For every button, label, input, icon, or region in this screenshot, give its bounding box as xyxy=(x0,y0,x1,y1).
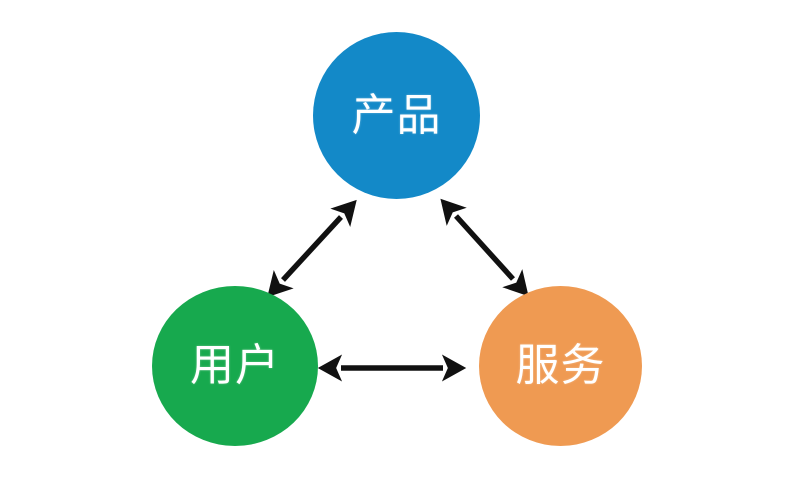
node-product[interactable]: 产品 xyxy=(313,32,480,199)
node-service[interactable]: 服务 xyxy=(479,286,642,446)
arrow-product-service xyxy=(440,198,529,297)
node-user[interactable]: 用户 xyxy=(152,286,318,446)
arrow-user-product xyxy=(267,199,357,298)
node-user-label: 用户 xyxy=(190,341,280,390)
node-product-label: 产品 xyxy=(351,90,442,140)
node-service-label: 服务 xyxy=(515,341,606,390)
